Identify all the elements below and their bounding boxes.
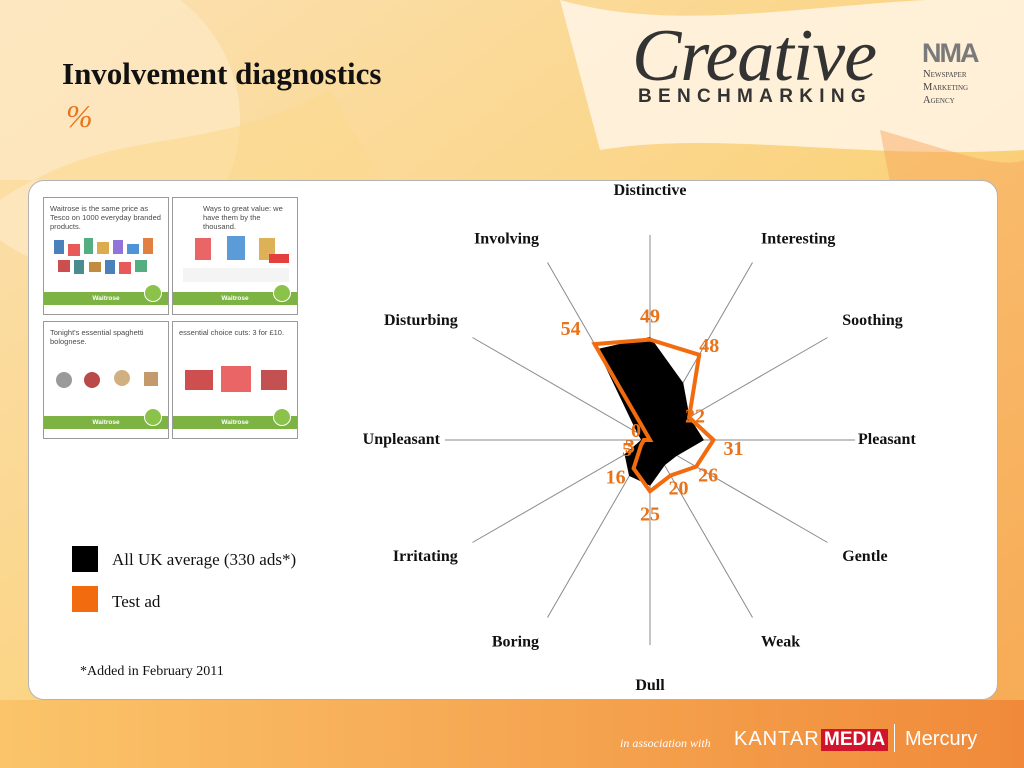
nma-logo-mark: NMA [922,38,979,68]
axis-label-involving: Involving [474,231,539,248]
legend-label-uk-average: All UK average (330 ads*) [112,550,297,569]
data-label-pleasant: 31 [724,438,744,460]
axis-label-disturbing: Disturbing [384,312,458,329]
ad-thumbnail-1: Waitrose is the same price as Tesco on 1… [43,197,169,315]
ad-thumbnail-text: Tonight's essential spaghetti bolognese. [50,328,144,346]
products-image [54,238,153,274]
ad-thumbnail-4: essential choice cuts: 3 for £10. Waitro… [172,321,298,439]
axis-label-gentle: Gentle [842,548,887,565]
data-label-irritating: 5 [622,439,632,461]
legend-swatch-test-ad [72,586,98,612]
data-label-gentle: 26 [698,465,718,487]
footnote: *Added in February 2011 [80,664,224,679]
data-label-disturbing: 0 [631,420,641,442]
axis-label-distinctive: Distinctive [614,182,687,199]
data-label-boring: 16 [606,466,626,488]
value-badge [144,284,162,302]
value-badge [144,408,162,426]
kantar-logo: KANTAR [734,728,820,750]
logo-divider [894,724,895,752]
nma-line-1: Newspaper [923,69,967,80]
axis-label-unpleasant: Unpleasant [363,431,441,448]
ad-thumbnail-text: essential choice cuts: 3 for £10. [179,328,285,337]
ad-thumbnail-2: Ways to great value: we have them by the… [172,197,298,315]
data-label-weak: 20 [669,478,689,500]
ad-thumbnail-text: Ways to great value: we have them by the… [203,204,283,231]
data-label-interesting: 48 [699,335,719,357]
legend-label-test-ad: Test ad [112,592,161,611]
data-label-distinctive: 49 [640,306,660,328]
axis-label-pleasant: Pleasant [858,431,916,448]
products-image [183,236,289,282]
association-text: in association with [620,736,711,750]
axis-spoke-gentle [649,439,828,543]
value-badge [273,408,291,426]
value-badge [273,284,291,302]
axis-label-soothing: Soothing [842,312,902,329]
waitrose-bar: Waitrose [173,416,297,429]
legend-swatch-uk-average [72,546,98,572]
data-label-soothing: 22 [685,405,705,427]
axis-label-dull: Dull [635,677,665,694]
axis-spoke-disturbing [472,337,651,441]
data-label-unpleasant: 3 [625,436,635,458]
data-label-involving: 54 [561,318,581,340]
axis-label-irritating: Irritating [393,548,458,565]
slide-subtitle: % [66,98,93,134]
media-logo: MEDIA [821,729,889,751]
products-image [56,370,158,388]
products-image [185,366,287,392]
series-test-ad-line [591,337,717,495]
waitrose-bar: Waitrose [173,292,297,305]
ad-thumbnail-3: Tonight's essential spaghetti bolognese.… [43,321,169,439]
waitrose-bar: Waitrose [44,416,168,429]
benchmarking-logo: BENCHMARKING [638,86,872,107]
axis-label-interesting: Interesting [761,231,835,248]
axis-label-boring: Boring [492,633,539,650]
axis-spoke-irritating [472,439,651,543]
data-label-dull: 25 [640,503,660,525]
nma-line-2: Marketing [923,82,969,93]
axis-spoke-weak [649,439,753,618]
mercury-logo: Mercury [905,728,978,750]
nma-line-3: Agency [923,95,955,106]
nma-logo-text: Newspaper Marketing Agency [923,68,968,107]
waitrose-bar: Waitrose [44,292,168,305]
slide-title: Involvement diagnostics [62,56,382,91]
axis-label-weak: Weak [761,633,800,650]
ad-thumbnail-text: Waitrose is the same price as Tesco on 1… [50,204,161,231]
creative-logo: Creative [632,15,877,97]
